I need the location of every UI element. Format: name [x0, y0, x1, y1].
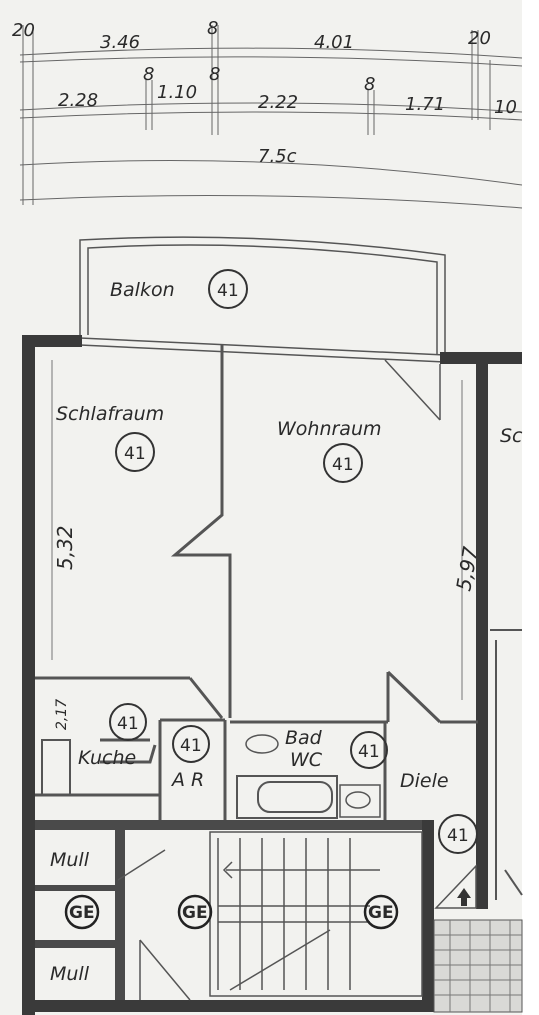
inner-wall-fills: [35, 820, 422, 1000]
staircase: [217, 838, 380, 991]
dim-second-6: 8: [364, 74, 375, 95]
common-circle-1: [64, 894, 100, 930]
entrance-arrow-icon: [434, 864, 477, 909]
unit-number-ar: 41: [180, 736, 202, 756]
unit-number-diele: 41: [447, 826, 469, 846]
unit-circle-kuche: [109, 703, 147, 741]
inner-walls: [35, 345, 478, 825]
unit-circle-diele: [438, 814, 478, 854]
common-label-1: GE: [69, 903, 95, 923]
dim-second-7: 1.71: [405, 94, 445, 115]
dim-second-3: 1.10: [157, 82, 197, 103]
unit-number-kuche: 41: [117, 714, 139, 734]
kitchen-stove-icon: [41, 739, 71, 796]
unit-circle-schlafraum: [115, 432, 155, 472]
dim-top-3: 8: [207, 18, 218, 39]
common-label-3: GE: [368, 903, 394, 923]
common-label-2: GE: [182, 903, 208, 923]
dim-second-1: 2.28: [58, 90, 98, 111]
dimension-lines: [19, 25, 523, 209]
room-label-neighbor: Sc: [500, 425, 523, 447]
entrance-landing: [433, 919, 523, 1013]
door-swings: [117, 359, 441, 1001]
room-label-wc: WC: [290, 749, 323, 771]
dim-second-2: 8: [143, 64, 154, 85]
unit-number-schlafraum: 41: [124, 444, 146, 464]
room-label-ar: A R: [170, 769, 204, 791]
unit-circle-bad: [350, 731, 388, 769]
unit-number-balkon: 41: [217, 281, 239, 301]
room-label-schlafraum: Schlafraum: [56, 403, 164, 425]
room-label-bad: Bad: [285, 727, 323, 749]
dim-second-4: 8: [209, 64, 220, 85]
washbasin-icon: [245, 734, 381, 818]
unit-circle-balkon: [208, 269, 248, 309]
unit-circle-ar: [172, 725, 210, 763]
bathtub-icon: [236, 775, 338, 819]
dim-second-8: 10: [494, 97, 517, 118]
dim-top-1: 20: [12, 20, 35, 41]
dim-second-5: 2.22: [258, 92, 298, 113]
room-label-kuche: Kuche: [78, 747, 136, 769]
landing-tiles: [434, 920, 522, 1012]
room-label-mull-bottom: Mull: [50, 963, 90, 985]
neighbor-walls: [490, 629, 523, 900]
dim-kitchen-height: 2,17: [54, 699, 70, 730]
page-margin: [522, 0, 539, 1015]
room-label-balkon: Balkon: [110, 279, 175, 301]
unit-number-bad: 41: [358, 742, 380, 762]
unit-circle-wohnraum: [323, 443, 363, 483]
room-label-wohnraum: Wohnraum: [277, 418, 382, 440]
dim-top-5: 20: [468, 28, 491, 49]
dim-schlafraum-height: 5,32: [53, 525, 77, 570]
dim-top-4: 4.01: [314, 32, 354, 53]
common-circle-3: [363, 894, 399, 930]
outer-walls: [22, 335, 522, 1015]
room-label-mull-top: Mull: [50, 849, 90, 871]
common-circle-2: [177, 894, 213, 930]
balcony-outline: [79, 236, 446, 363]
unit-number-wohnraum: 41: [332, 455, 354, 475]
dim-top-2: 3.46: [100, 32, 140, 53]
room-label-diele: Diele: [400, 770, 449, 792]
dim-total: 7.5c: [258, 146, 297, 167]
